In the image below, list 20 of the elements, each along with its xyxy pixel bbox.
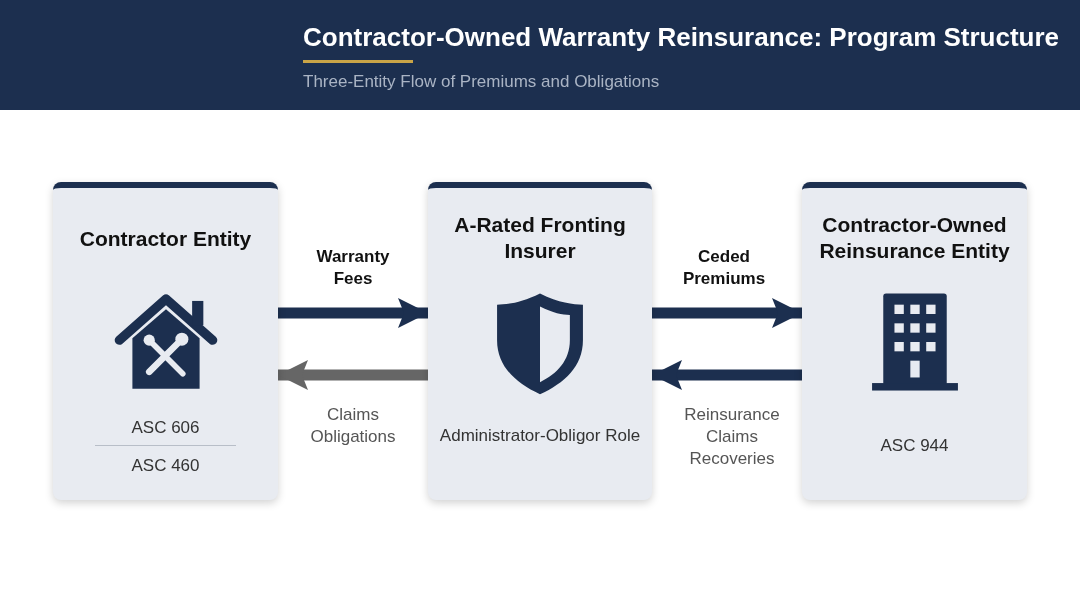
node-card bbox=[802, 182, 1027, 500]
title: Contractor-Owned Warranty Reinsurance: Program Structure bbox=[303, 22, 1060, 53]
arrow bbox=[278, 360, 428, 390]
node-title: Contractor Entity bbox=[78, 226, 253, 252]
arrow bbox=[652, 298, 802, 328]
node-text: ASC 606 bbox=[130, 417, 201, 439]
node-title: A-Rated Fronting Insurer bbox=[453, 212, 627, 264]
arrow bbox=[278, 298, 428, 328]
node-card bbox=[428, 182, 652, 500]
subtitle: Three-Entity Flow of Premiums and Obligations bbox=[303, 72, 660, 92]
node-text: Administrator-Obligor Role bbox=[438, 425, 642, 447]
edge-label: Reinsurance Claims Recoveries bbox=[683, 404, 781, 470]
node-text: ASC 460 bbox=[130, 455, 201, 477]
edge-label: Ceded Premiums bbox=[681, 246, 767, 290]
arrow bbox=[652, 360, 802, 390]
node-text: ASC 944 bbox=[879, 435, 950, 457]
node-card bbox=[53, 182, 278, 500]
edge-label: Warranty Fees bbox=[315, 246, 391, 290]
node-title: Contractor-Owned Reinsurance Entity bbox=[818, 212, 1011, 264]
edge-label: Claims Obligations bbox=[309, 404, 397, 448]
